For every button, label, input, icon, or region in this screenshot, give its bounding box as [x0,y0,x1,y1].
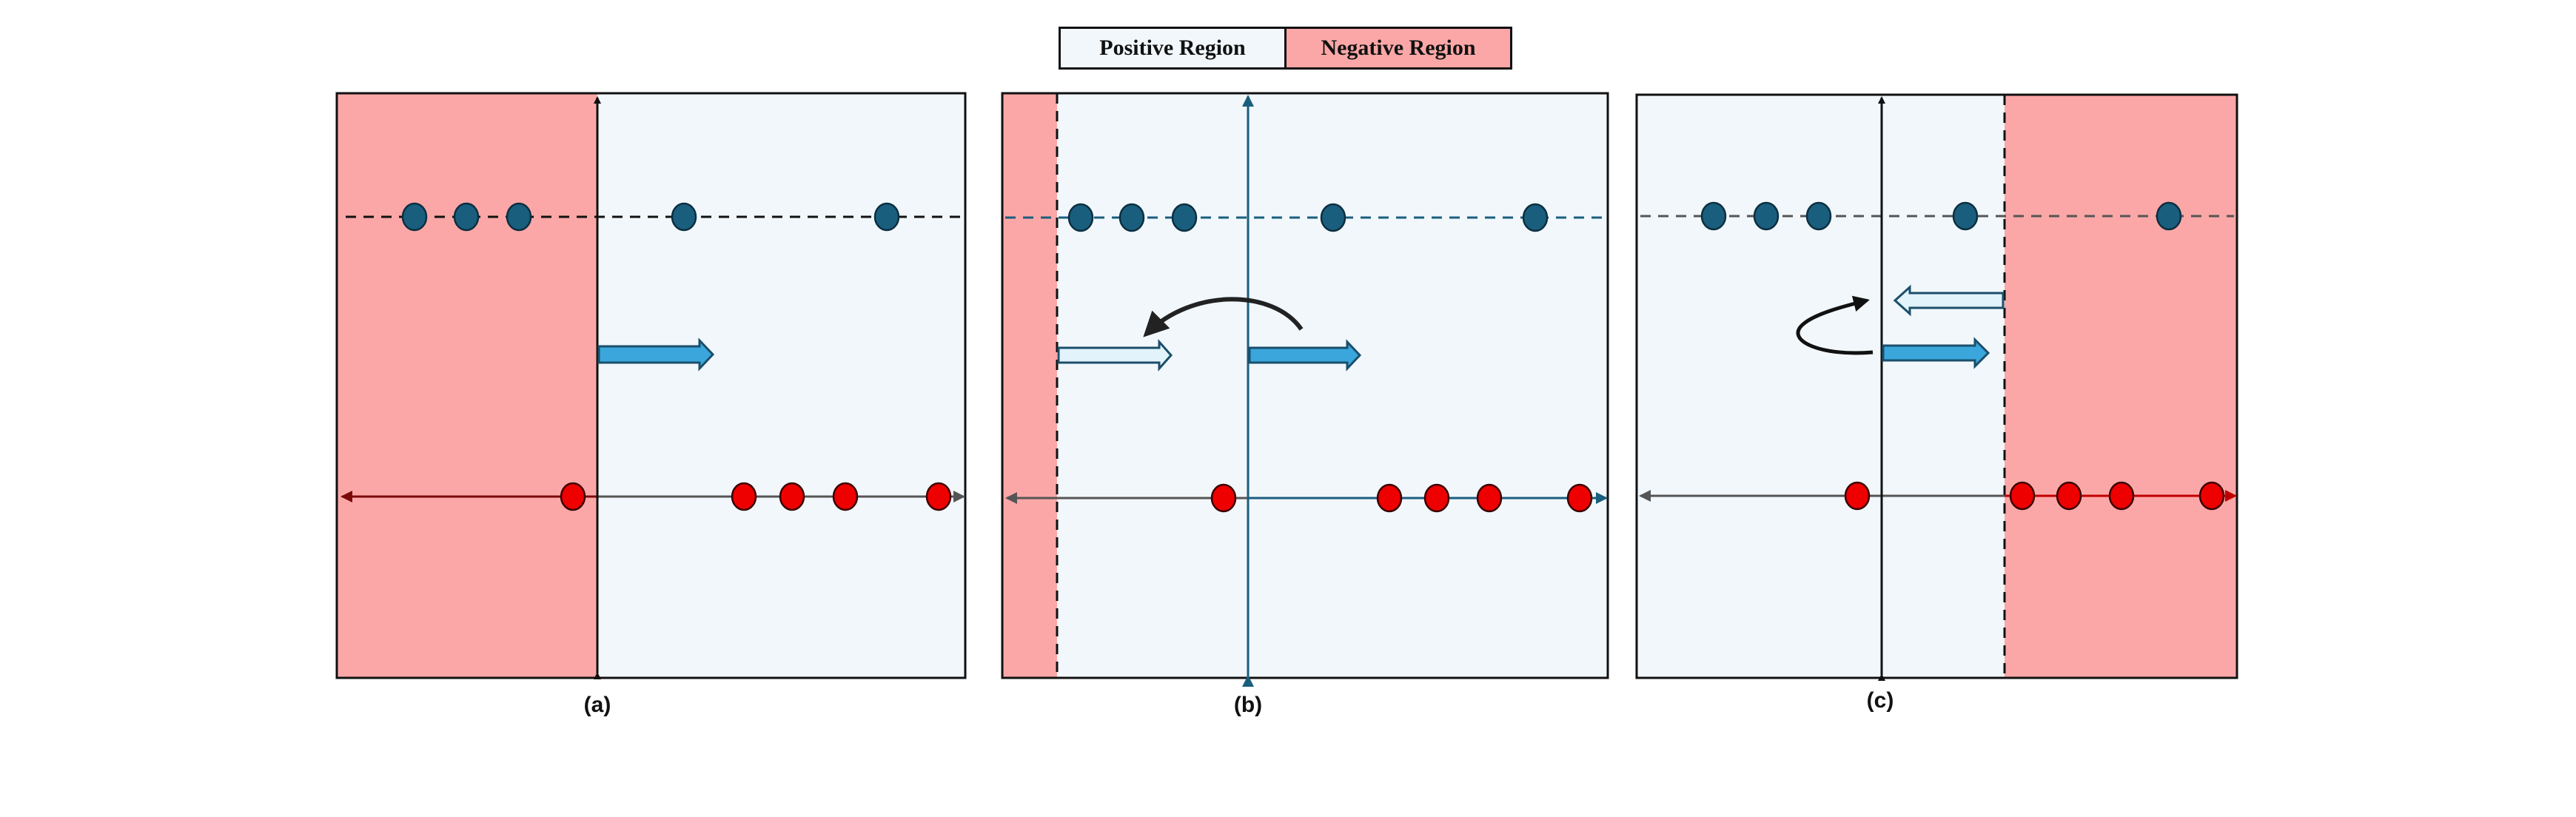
panel-b-blue-points [1067,203,1549,232]
blue-point [873,202,900,232]
legend: Positive Region Negative Region [1059,27,1512,70]
blue-point [1320,203,1346,232]
panel-c-shift-arrow-light [1893,284,2005,317]
red-point [2009,481,2036,511]
red-point [925,482,952,511]
red-point [2108,481,2135,511]
panel-b-caption: (b) [1234,693,1262,717]
blue-point [1753,201,1780,231]
red-point [1844,481,1871,511]
red-point [1423,483,1450,513]
panel-a: (a) [335,92,967,717]
panel-a-red-points [560,482,952,511]
panel-b-negative-region [1002,93,1057,678]
red-point [1476,483,1503,513]
red-point [779,482,805,511]
panel-c: (c) [1635,93,2238,713]
panel-a-negative-region [337,93,597,678]
blue-point [1805,201,1832,231]
red-point [1566,483,1593,513]
panel-b-positive-region [1057,93,1608,678]
panel-a-positive-region [597,93,965,678]
blue-point [506,202,532,232]
panel-c-negative-region [2005,95,2237,678]
blue-point [453,202,480,232]
red-point [560,482,586,511]
panel-b-shift-arrow-light [1057,339,1173,371]
panel-c-positive-region [1637,95,2005,678]
panel-c-curved-arrow [1796,295,1874,355]
panel-a-frame [335,92,967,679]
panel-c-shift-arrow [1882,337,1990,369]
red-point [2198,481,2225,511]
panel-c-red-points [1844,481,2225,511]
panel-c-caption: (c) [1867,688,1894,713]
panel-c-frame [1635,93,2238,679]
panel-b-frame [1001,92,1609,679]
legend-negative-region: Negative Region [1284,27,1512,70]
panel-c-blue-points [1700,201,2182,231]
blue-point [1118,203,1145,232]
red-point [2056,481,2082,511]
legend-positive-region: Positive Region [1059,27,1287,70]
blue-point [401,202,428,232]
red-point [1210,483,1237,513]
blue-point [671,202,697,232]
panel-b-curved-arrow [1143,297,1304,337]
panel-b-red-points [1210,483,1593,513]
blue-point [2156,201,2182,231]
panel-a-shift-arrow [597,337,715,371]
blue-point [1952,201,1979,231]
red-point [1376,483,1403,513]
red-point [731,482,757,511]
blue-point [1067,203,1094,232]
panel-b: (b) [1001,92,1609,717]
red-point [832,482,859,511]
blue-point [1522,203,1549,232]
panel-a-blue-points [401,202,900,232]
blue-point [1700,201,1727,231]
panel-a-caption: (a) [584,693,611,717]
blue-point [1171,203,1198,232]
panel-b-shift-arrow [1248,339,1362,371]
